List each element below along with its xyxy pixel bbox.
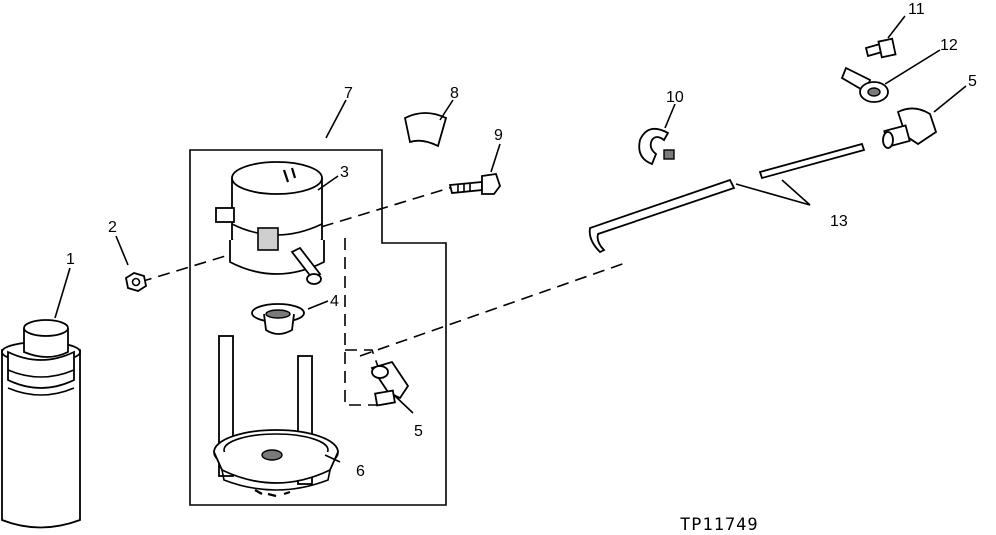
banjo-fitting [840, 66, 889, 103]
mounting-panel-outline [189, 149, 447, 506]
callout-labels: 1 2 3 4 5 5 6 7 8 9 10 11 12 13 [66, 1, 977, 480]
callout-5-lower: 5 [414, 423, 423, 440]
callout-5-upper: 5 [968, 73, 977, 90]
callout-1: 1 [66, 251, 75, 268]
filter-base [215, 161, 325, 285]
callout-3: 3 [340, 164, 349, 181]
elbow-fitting-upper [882, 107, 938, 149]
nut [124, 272, 148, 292]
callout-2: 2 [108, 219, 117, 236]
clip [403, 112, 448, 148]
fuel-filter-element [1, 319, 81, 529]
callout-7: 7 [344, 85, 353, 102]
elbow-fitting-lower [370, 360, 410, 407]
callout-12: 12 [940, 37, 958, 54]
clamp [638, 127, 675, 166]
seal-grommet [251, 303, 305, 335]
leader-lines [54, 15, 967, 463]
callout-13: 13 [830, 213, 848, 230]
callout-6: 6 [356, 463, 365, 480]
retaining-ring-assembly [213, 335, 339, 498]
fuel-line [588, 142, 866, 254]
assembly-dashed-lines [139, 185, 629, 406]
callout-11: 11 [908, 1, 925, 18]
callout-4: 4 [330, 293, 339, 310]
callout-9: 9 [494, 127, 503, 144]
callout-10: 10 [666, 89, 684, 106]
cap-screw [448, 173, 502, 195]
bolt [864, 37, 897, 59]
figure-id: TP11749 [680, 515, 759, 535]
callout-8: 8 [450, 85, 459, 102]
